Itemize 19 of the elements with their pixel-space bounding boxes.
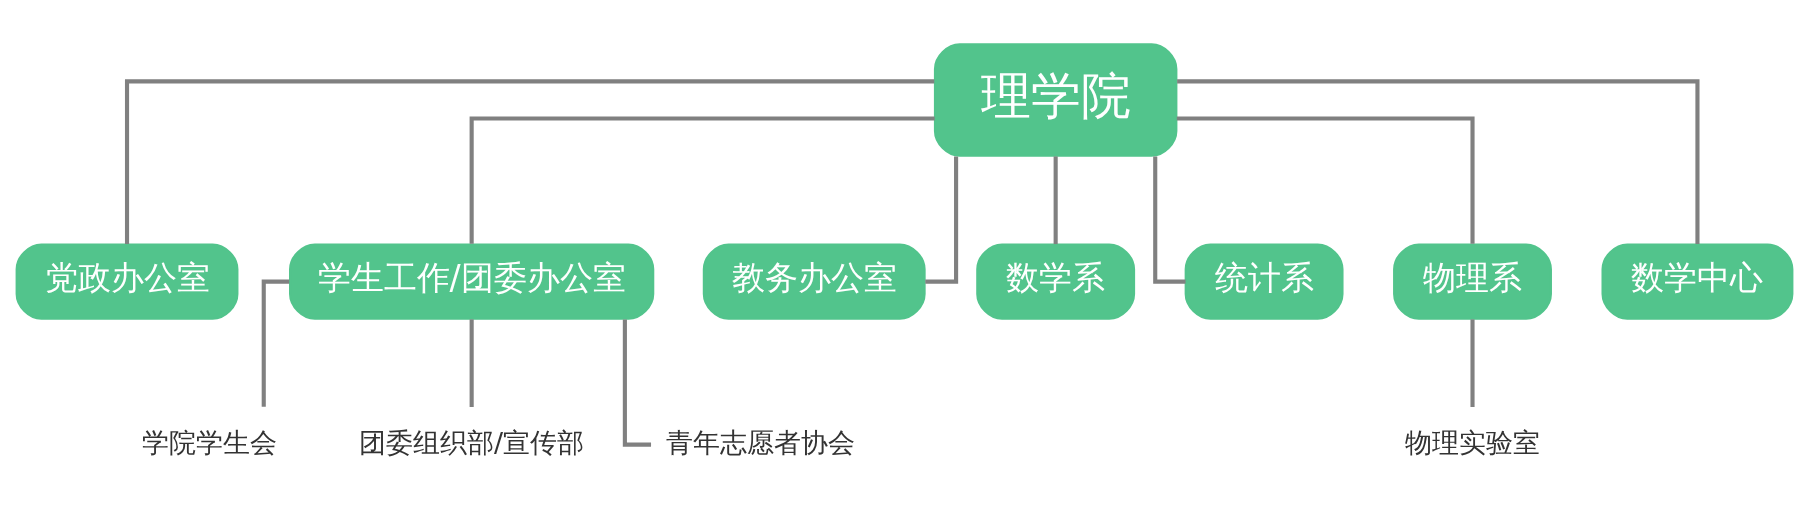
node-box: 物理系: [1393, 242, 1552, 320]
node-text: 青年志愿者协会: [666, 426, 856, 458]
node-box: 数学中心: [1601, 242, 1794, 320]
node-box: 教务办公室: [702, 242, 926, 320]
connector: [1176, 116, 1475, 244]
node-box: 数学系: [976, 242, 1136, 320]
connector: [469, 116, 935, 244]
node-box: 理学院: [933, 42, 1178, 157]
connector: [124, 78, 935, 244]
connector: [1177, 78, 1700, 244]
connector: [1470, 318, 1475, 407]
node-text: 物理实验室: [1405, 426, 1541, 458]
connector: [469, 318, 474, 407]
node-box: 学生工作/团委办公室: [289, 242, 655, 320]
node-text: 团委组织部/宣传部: [359, 426, 585, 458]
node-box: 统计系: [1184, 242, 1344, 320]
node-box: 党政办公室: [15, 242, 239, 320]
connector: [1053, 155, 1058, 244]
node-text: 学院学生会: [142, 426, 278, 458]
